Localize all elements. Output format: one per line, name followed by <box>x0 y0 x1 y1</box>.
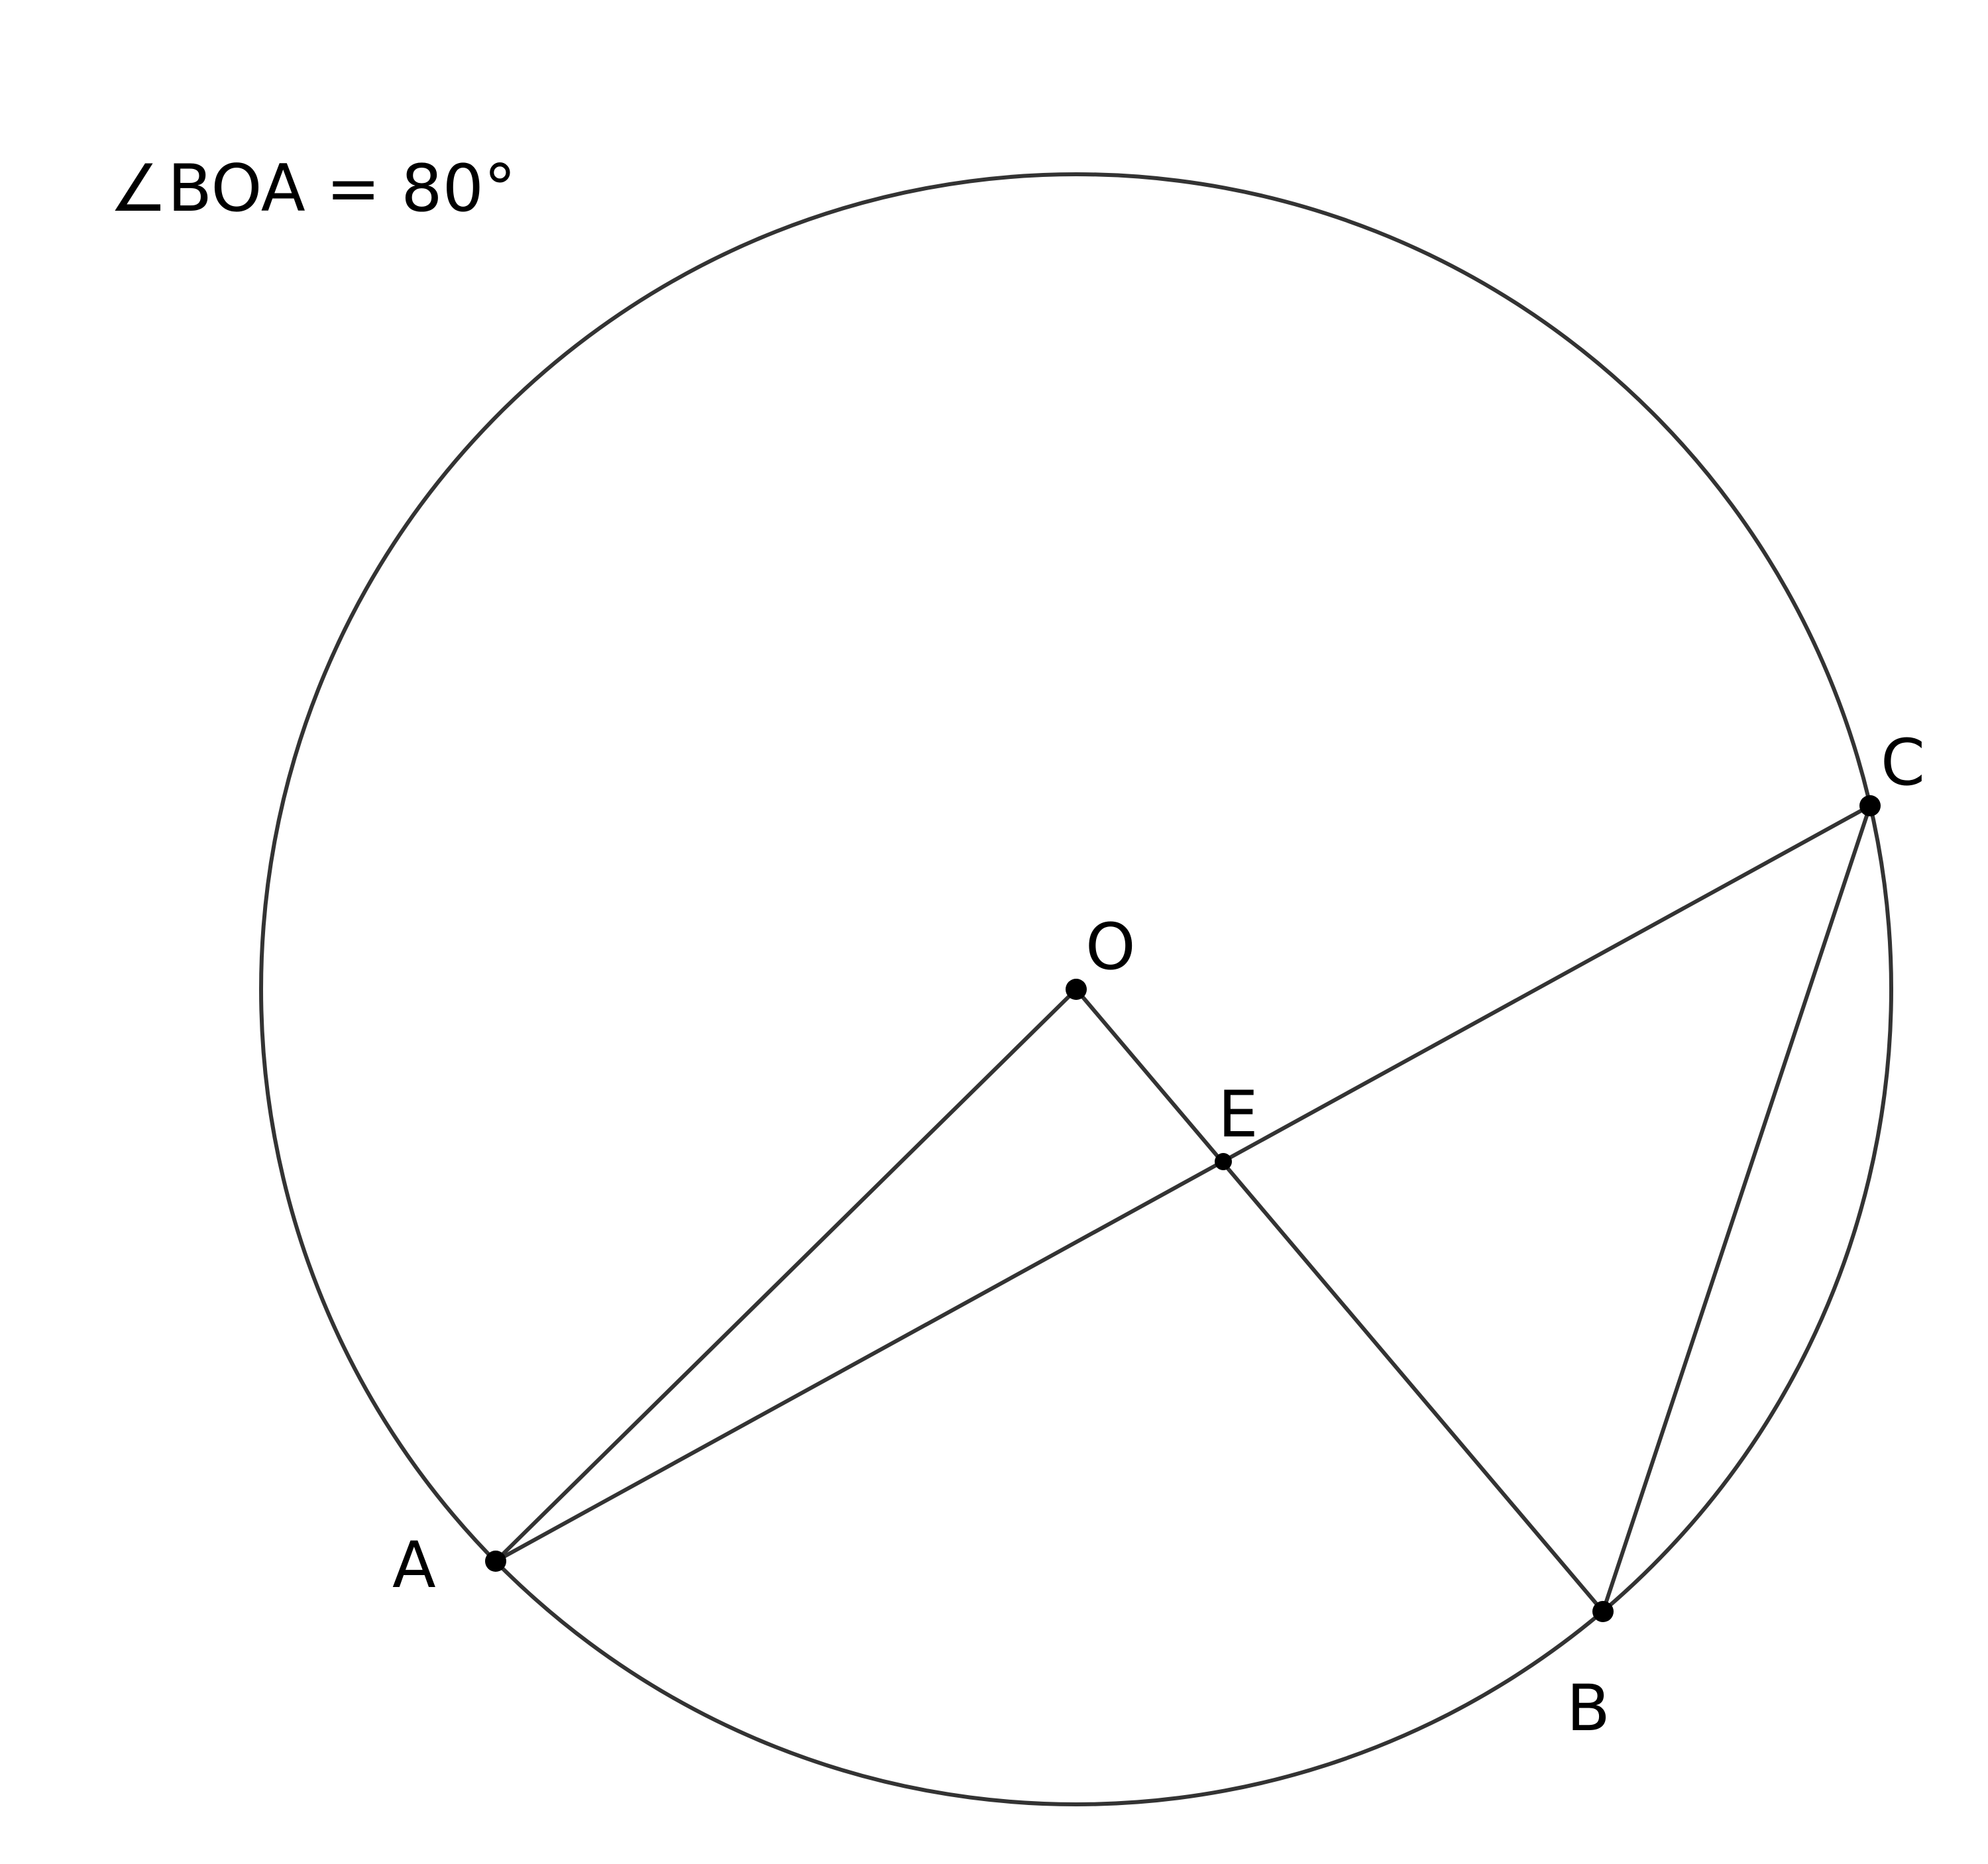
point-b <box>1592 1601 1614 1622</box>
segments <box>494 804 1872 1614</box>
point-a <box>485 1551 506 1572</box>
point-e <box>1215 1153 1232 1170</box>
segment-ac <box>494 804 1872 1563</box>
point-labels: O A B C E <box>392 726 1925 1745</box>
label-b: B <box>1567 1671 1610 1745</box>
angle-annotation: ∠BOA = 80° <box>109 151 516 227</box>
point-c <box>1859 795 1881 816</box>
segment-oa <box>494 987 1078 1563</box>
label-c: C <box>1881 726 1925 800</box>
label-e: E <box>1218 1077 1258 1152</box>
label-a: A <box>392 1528 436 1602</box>
points <box>485 795 1881 1622</box>
label-o: O <box>1085 910 1136 984</box>
segment-ob <box>1074 987 1605 1614</box>
circle-o <box>259 172 1893 1806</box>
segment-bc <box>1601 804 1872 1614</box>
point-o <box>1066 979 1087 1000</box>
